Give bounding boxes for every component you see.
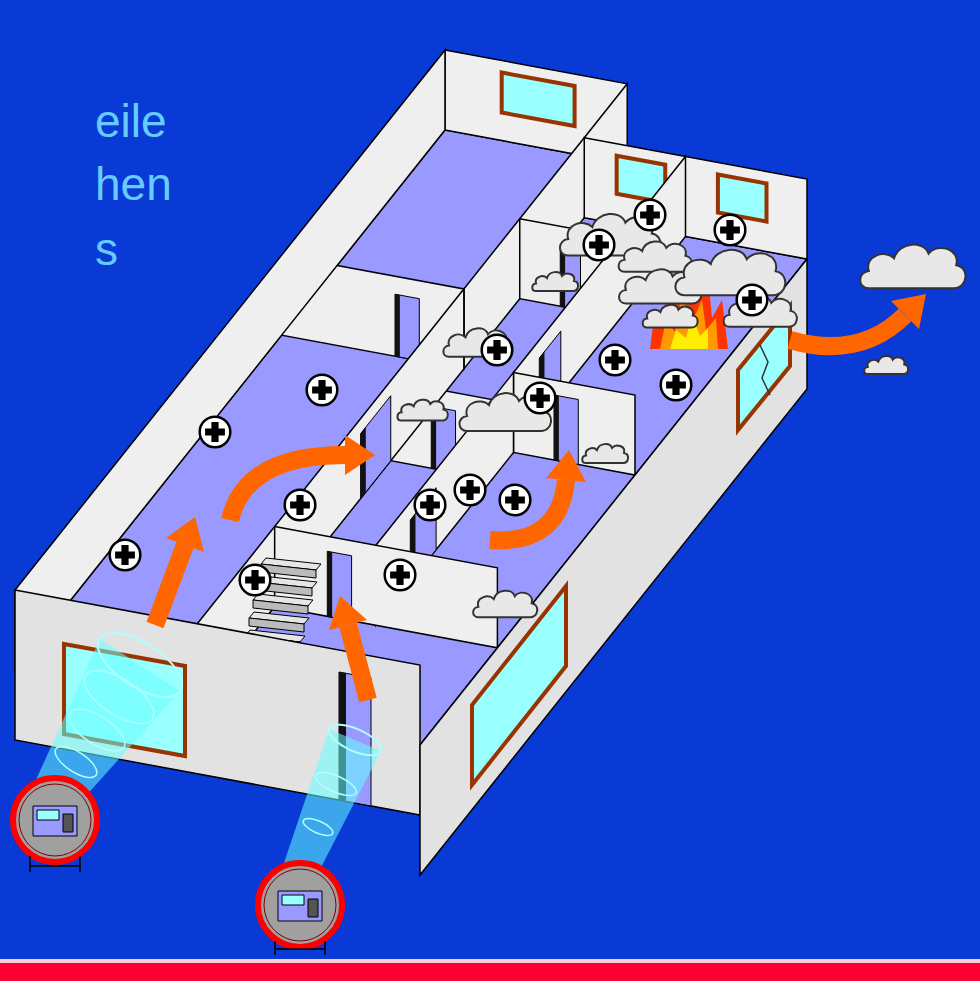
camera-beam (76, 660, 163, 734)
movement-arrow (790, 315, 905, 346)
person-marker (110, 540, 141, 571)
bottom-line (0, 959, 980, 963)
camera-beam (325, 719, 385, 762)
smoke-cloud (619, 241, 692, 271)
exterior-wall (472, 586, 566, 785)
title-fragment: hen (95, 161, 172, 207)
thermal-camera (63, 814, 73, 832)
camera-beam (301, 815, 335, 839)
exterior-wall (15, 259, 807, 875)
thermal-camera (282, 895, 304, 905)
person-marker (307, 375, 338, 406)
thermal-camera (308, 899, 318, 917)
interior-wall (327, 551, 332, 617)
staircase (249, 618, 304, 632)
smoke-cloud (397, 214, 965, 617)
person-marker (285, 490, 316, 521)
camera-beam (63, 701, 132, 759)
movement-arrow (348, 625, 368, 700)
person-marker (715, 215, 746, 246)
person-marker (635, 200, 666, 231)
smoke-cloud (582, 444, 628, 463)
movement-arrow (490, 480, 566, 540)
smoke-cloud (675, 250, 785, 295)
thermal-camera (13, 778, 97, 862)
smoke-cloud (864, 356, 908, 374)
thermal-camera (275, 941, 325, 955)
thermal-camera (264, 869, 336, 941)
thermal-camera (19, 784, 91, 856)
movement-arrow (230, 455, 345, 520)
thermal-camera (258, 863, 342, 947)
movement-arrow (546, 450, 586, 482)
smoke-cloud (532, 272, 578, 291)
person-marker (584, 230, 615, 261)
movement-arrow (329, 596, 367, 630)
person-marker (240, 565, 271, 596)
exterior-wall (760, 345, 770, 395)
movement-arrow (166, 517, 204, 552)
person-marker (385, 560, 416, 591)
thermal-camera (30, 856, 80, 872)
interior-wall (395, 294, 400, 357)
person-marker (200, 417, 231, 448)
thermal-camera (278, 891, 322, 921)
movement-arrow (891, 294, 926, 329)
smoke-cloud (473, 591, 537, 618)
person-marker (661, 370, 692, 401)
thermal-camera (37, 810, 59, 820)
movement-arrow (155, 545, 185, 625)
thermal-camera (258, 863, 342, 955)
person-marker (110, 200, 768, 596)
person-marker (525, 383, 556, 414)
smoke-cloud (860, 245, 965, 289)
person-marker (500, 485, 531, 516)
thermal-camera (13, 778, 97, 872)
thermal-camera (33, 806, 77, 836)
person-marker (600, 345, 631, 376)
interior-wall (361, 396, 391, 499)
person-marker (455, 475, 486, 506)
title-fragment: eile (95, 98, 167, 144)
bottom-bar (0, 963, 980, 981)
interior-wall (15, 50, 807, 704)
smoke-cloud (643, 305, 698, 328)
movement-arrow (155, 294, 926, 700)
interior-wall (502, 73, 575, 127)
person-marker (737, 285, 768, 316)
movement-arrow (345, 435, 375, 475)
staircase (253, 600, 308, 614)
camera-beam (284, 729, 381, 877)
person-marker (482, 335, 513, 366)
smoke-cloud (397, 400, 447, 421)
camera-beam (88, 620, 192, 709)
camera-beam (313, 768, 360, 801)
title-fragment: s (95, 226, 118, 272)
person-marker (415, 490, 446, 521)
exterior-wall (420, 259, 807, 875)
